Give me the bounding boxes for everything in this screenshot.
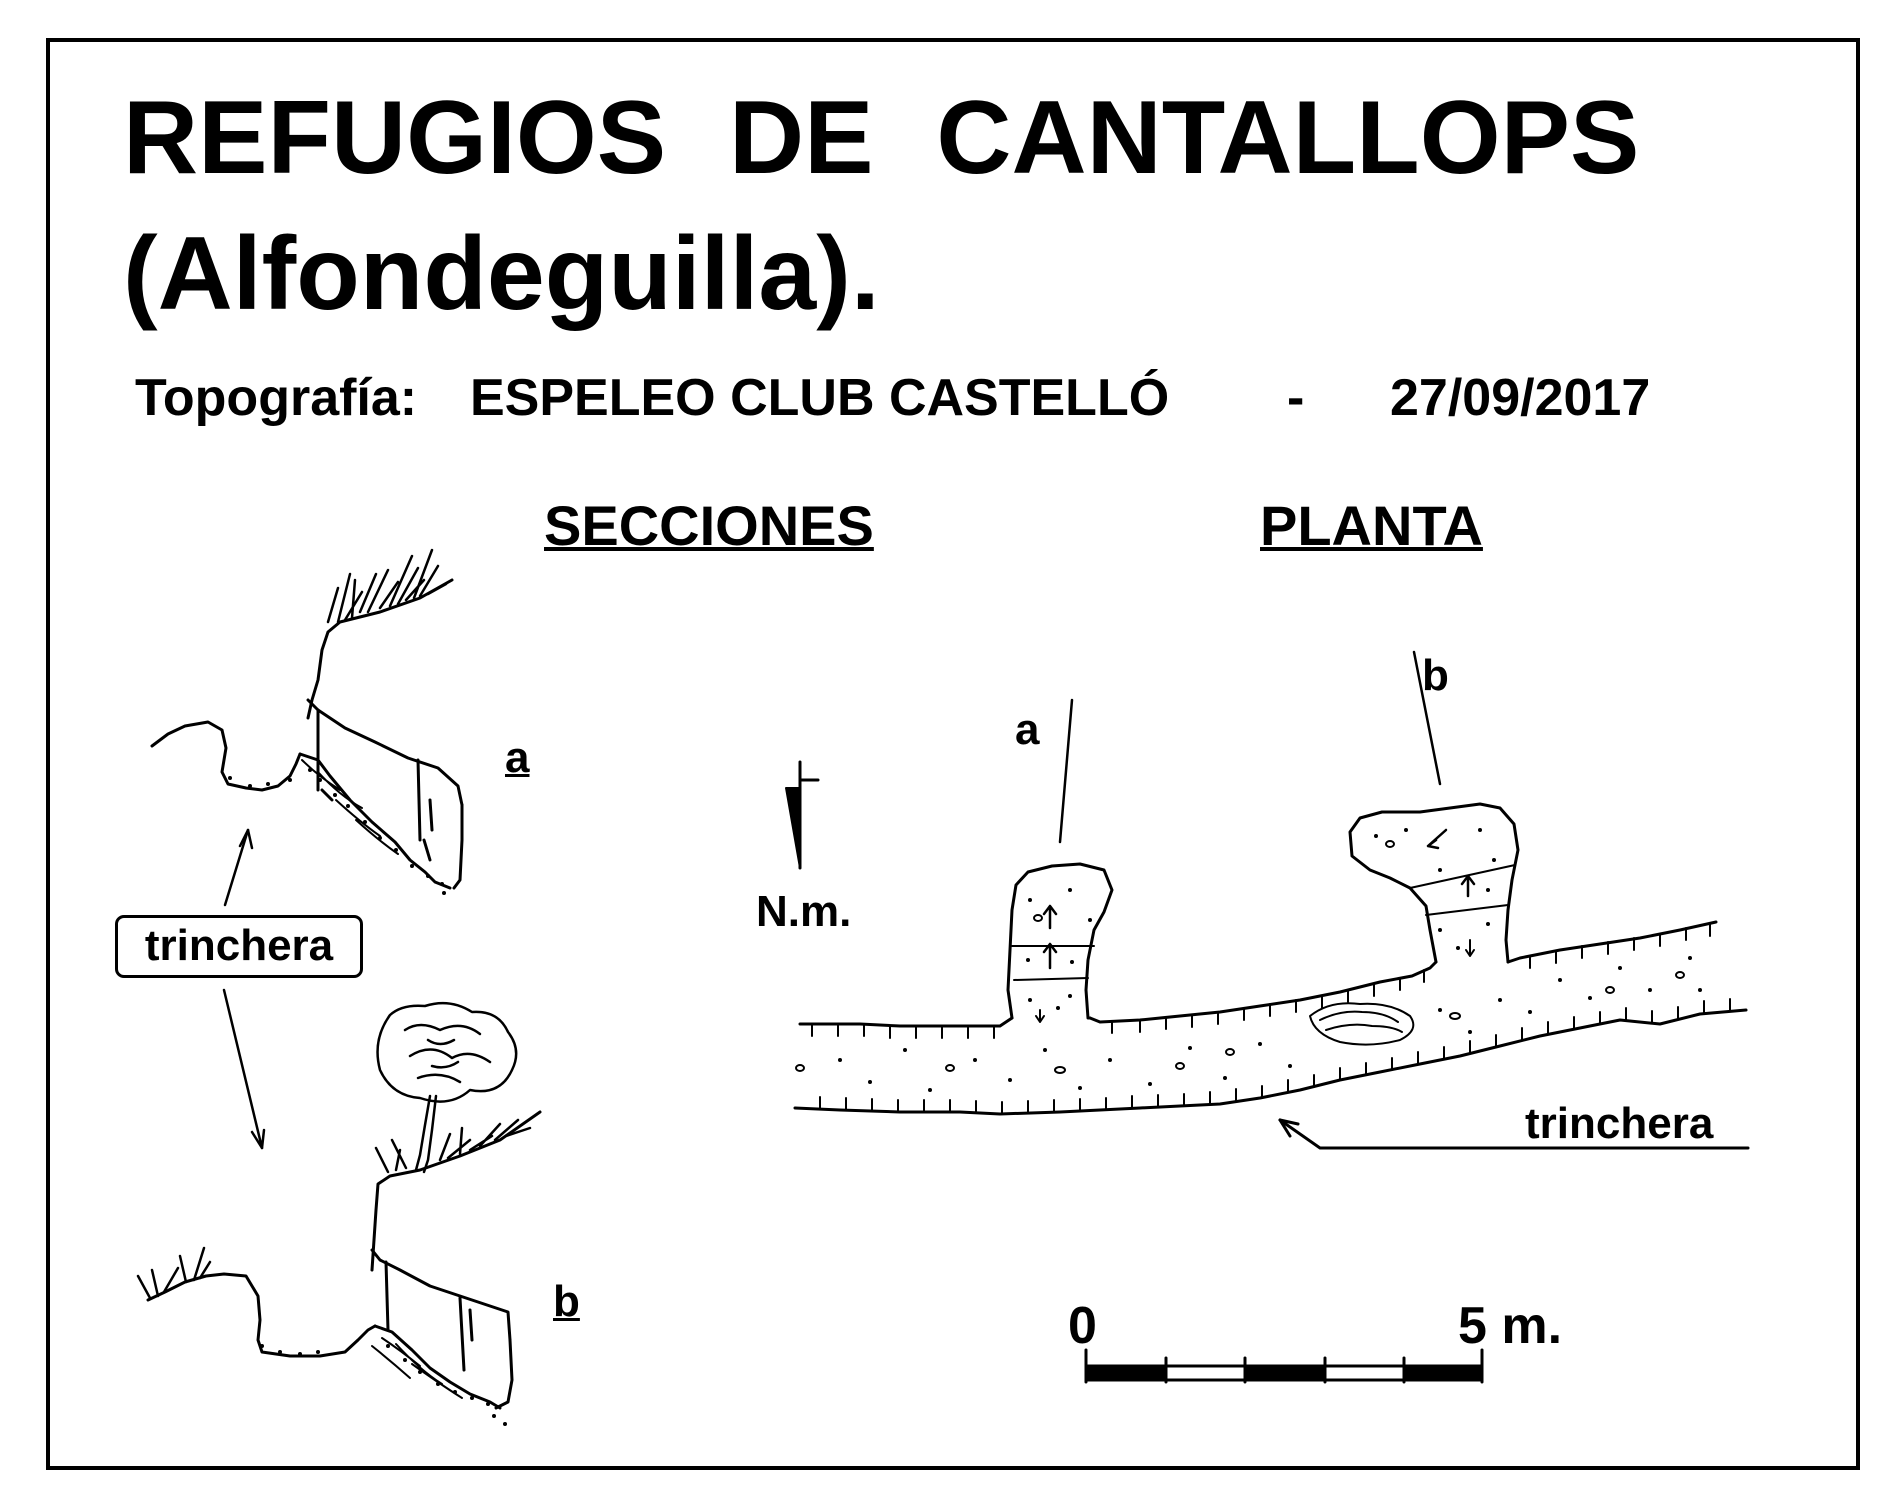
scale-start-label: 0 [1068, 1297, 1097, 1355]
plan-heading: PLANTA [1260, 494, 1483, 557]
section-a-profile [150, 548, 464, 895]
plan-refuge-b [1348, 650, 1520, 964]
credits-date: 27/09/2017 [1390, 369, 1651, 427]
sections-heading: SECCIONES [544, 494, 874, 557]
title-line-1: REFUGIOS DE CANTALLOPS [123, 80, 1640, 196]
scale-end-label: 5 m. [1458, 1297, 1563, 1355]
sections-trench-arrow [222, 828, 266, 1150]
plan-cut-b-label: b [1422, 651, 1449, 700]
north-arrow [785, 760, 820, 870]
sections-trench-label: trinchera [115, 915, 363, 978]
plan-refuge-a [1006, 698, 1114, 1023]
section-b-profile [136, 1001, 542, 1426]
credits-author: ESPELEO CLUB CASTELLÓ [470, 369, 1170, 427]
credits-label: Topografía: [135, 369, 418, 427]
credits-separator: - [1287, 369, 1305, 427]
plan-cut-a-label: a [1015, 705, 1040, 754]
scale-bar [1084, 1348, 1484, 1384]
section-a-grass [326, 548, 448, 624]
plan-trench [793, 920, 1750, 1150]
section-a-label: a [505, 733, 530, 782]
section-b-label: b [553, 1277, 580, 1326]
north-label: N.m. [756, 887, 852, 936]
drawing-frame [46, 38, 1860, 1470]
plan-trench-label: trinchera [1525, 1099, 1714, 1148]
title-line-2: (Alfondeguilla). [123, 216, 880, 332]
section-b-tree [376, 1001, 518, 1174]
